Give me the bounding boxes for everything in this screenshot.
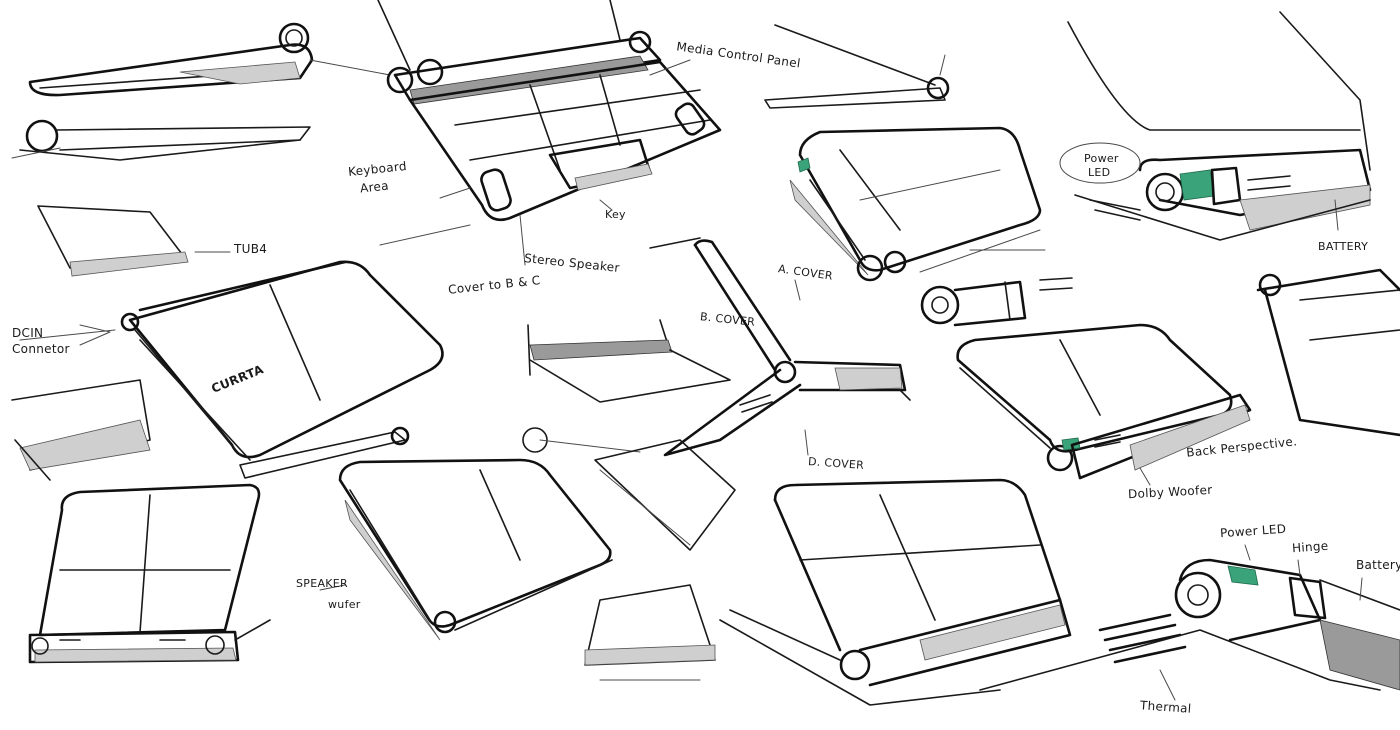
speckled-base-sketch — [11, 379, 151, 481]
key-label: Key — [605, 208, 626, 221]
speaker-label-line2: wufer — [328, 598, 361, 611]
back-perspective-laptop-sketch — [956, 323, 1252, 486]
power-led-top-label-line1: Power — [1084, 152, 1119, 165]
opened-flat-laptop-sketch — [663, 239, 911, 457]
hinge-closeup-bottom-sketch — [979, 544, 1400, 701]
large-open-laptop-sketch — [719, 478, 1072, 706]
closed-laptop-speaker-sketch — [319, 458, 613, 641]
hinge-barrel-side-sketch — [11, 119, 311, 161]
closed-laptop-side-sketch — [28, 22, 391, 97]
battery-bottom-label: Battery — [1356, 558, 1400, 572]
tub4-label: TUB4 — [234, 242, 268, 256]
power-led-top-label-line2: LED — [1088, 166, 1111, 179]
thin-profile-sketch — [764, 24, 950, 109]
keyboard-laptop-sketch — [377, 0, 722, 266]
battery-top-label: BATTERY — [1318, 240, 1369, 253]
partial-laptop-right-sketch — [1256, 268, 1400, 437]
lid-wedge-sketch — [37, 205, 231, 277]
speaker-label-line1: SPEAKER — [296, 577, 348, 590]
dcin-label-line2: Connetor — [12, 342, 70, 356]
small-open-laptop-sketch — [522, 237, 731, 453]
keyboard-area-label-line2: Area — [359, 178, 390, 196]
angled-laptop-brand-sketch — [19, 260, 444, 479]
hinge-closeup-top-sketch — [1059, 11, 1372, 241]
dcin-label-line1: DCIN — [12, 326, 44, 340]
half-open-small-sketch — [584, 584, 716, 681]
hinge-label: Hinge — [1291, 538, 1329, 556]
laptop-rear-sketch — [28, 483, 271, 664]
closed-laptop-3q-sketch — [789, 126, 1042, 282]
lid-card-sketch — [594, 439, 736, 551]
hinge-barrel-detail-sketch — [920, 249, 1073, 327]
